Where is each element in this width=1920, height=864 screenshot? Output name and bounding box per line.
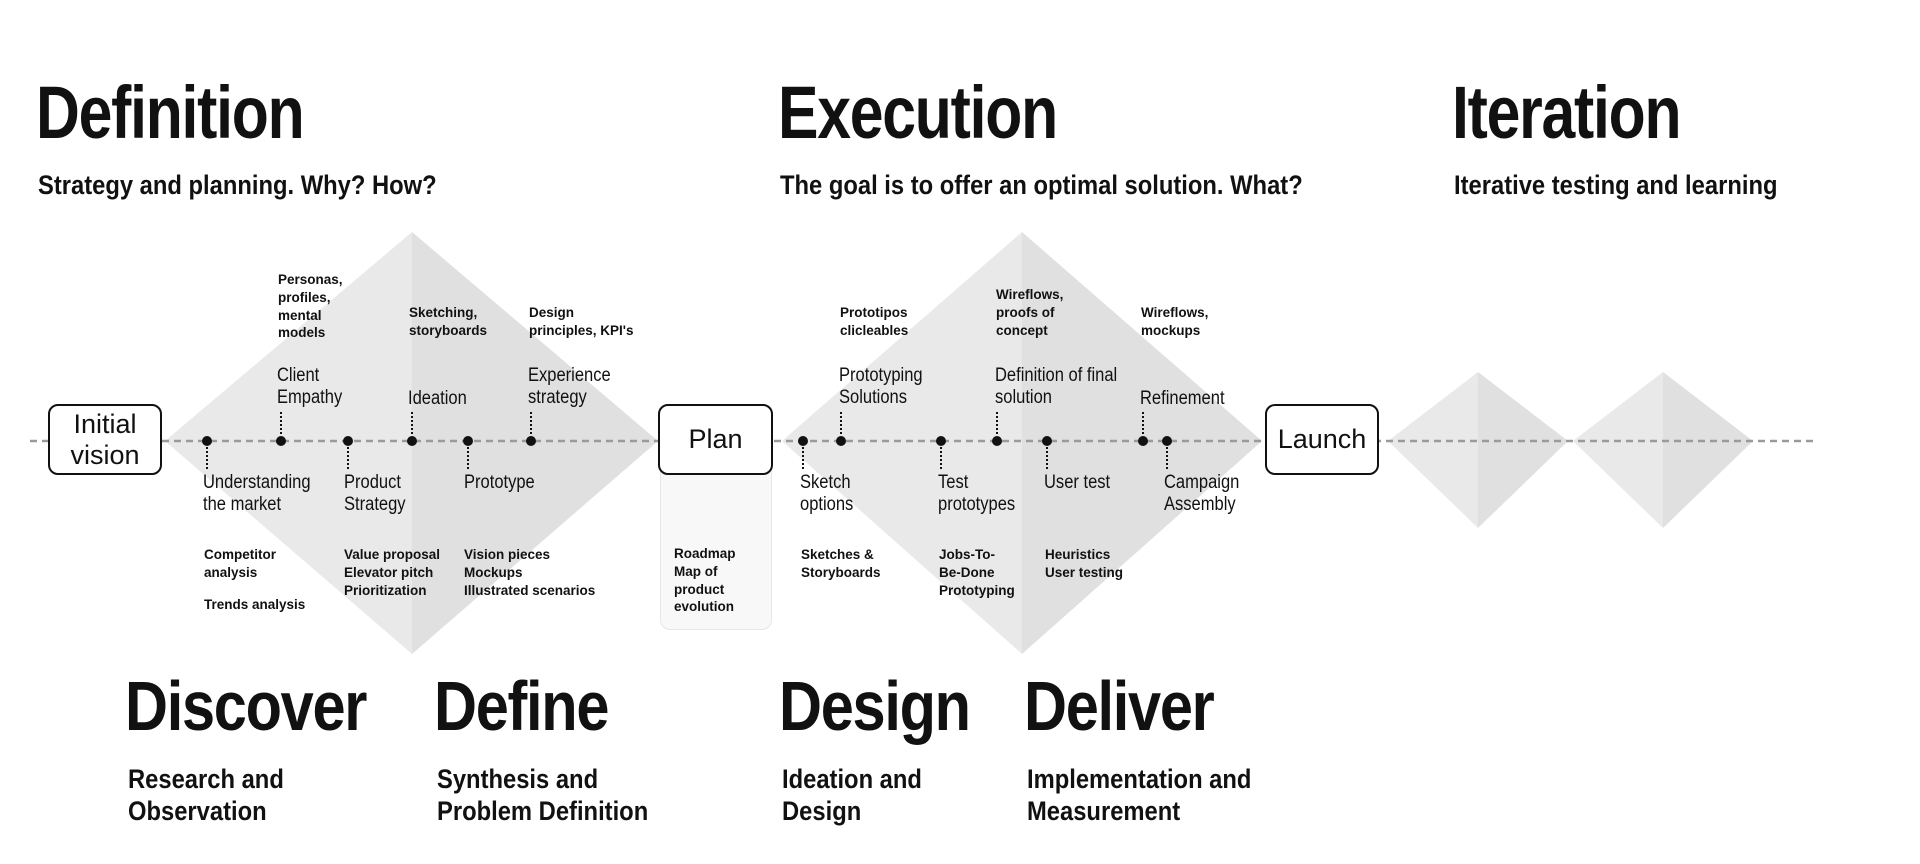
- connector-down: [347, 447, 349, 469]
- label-value-proposal: Value proposal Elevator pitch Prioritiza…: [344, 547, 441, 598]
- timeline-dot: [798, 436, 808, 446]
- connector-up: [411, 412, 413, 434]
- label-sketching-storyboards: Sketching, storyboards: [409, 305, 488, 338]
- label-design-principles: Design principles, KPI's: [529, 305, 634, 338]
- phase-title-discover: Discover: [125, 667, 367, 745]
- label-campaign-assembly: Campaign Assembly: [1164, 472, 1240, 516]
- label-product-strategy: Product Strategy: [344, 472, 406, 516]
- connector-down: [467, 447, 469, 469]
- section-subtitle-iteration: Iterative testing and learning: [1454, 170, 1778, 200]
- connector-down: [940, 447, 942, 469]
- diamond1-left-half: [165, 232, 412, 654]
- timeline-dot: [936, 436, 946, 446]
- label-user-test: User test: [1044, 472, 1111, 493]
- section-title-execution: Execution: [778, 71, 1058, 154]
- timeline-dot: [1042, 436, 1052, 446]
- label-prototipos-clicleables: Prototipos clicleables: [840, 305, 909, 338]
- initial-vision-box: Initial vision: [48, 404, 162, 475]
- connector-down: [802, 447, 804, 469]
- phase-title-design: Design: [779, 667, 971, 745]
- plan-box: Plan: [658, 404, 773, 475]
- label-experience-strategy: Experience strategy: [528, 365, 611, 409]
- timeline-dot: [992, 436, 1002, 446]
- iteration-diamond1-left: [1388, 372, 1478, 528]
- label-sketches-storyboards: Sketches & Storyboards: [801, 547, 881, 580]
- timeline-dot: [202, 436, 212, 446]
- timeline-dot: [836, 436, 846, 446]
- section-title-iteration: Iteration: [1452, 71, 1682, 154]
- label-definition-final-solution: Definition of final solution: [995, 365, 1118, 409]
- timeline-dot: [463, 436, 473, 446]
- connector-down: [1166, 447, 1168, 469]
- connector-up: [840, 412, 842, 434]
- section-subtitle-definition: Strategy and planning. Why? How?: [38, 170, 437, 200]
- phase-subtitle-discover: Research and Observation: [128, 764, 284, 826]
- label-prototyping-solutions: Prototyping Solutions: [839, 365, 923, 409]
- timeline-dot: [1138, 436, 1148, 446]
- timeline-dot: [526, 436, 536, 446]
- connector-up: [530, 412, 532, 434]
- phase-title-deliver: Deliver: [1024, 667, 1215, 745]
- label-wireflows-proofs: Wireflows, proofs of concept: [996, 287, 1064, 338]
- section-subtitle-execution: The goal is to offer an optimal solution…: [780, 170, 1303, 200]
- phase-subtitle-design: Ideation and Design: [782, 764, 922, 826]
- iteration-diamond1-right: [1478, 372, 1568, 528]
- plan-deliverables-label: Roadmap Map of product evolution: [674, 546, 736, 615]
- label-wireflows-mockups: Wireflows, mockups: [1141, 305, 1209, 338]
- iteration-diamond2-left: [1573, 372, 1663, 528]
- connector-up: [280, 412, 282, 434]
- connector-up: [1142, 412, 1144, 434]
- connector-down: [1046, 447, 1048, 469]
- label-test-prototypes: Test prototypes: [938, 472, 1016, 516]
- timeline-dot: [343, 436, 353, 446]
- connector-down: [206, 447, 208, 469]
- label-competitor-analysis: Competitor analysis: [204, 547, 276, 580]
- timeline-dot: [407, 436, 417, 446]
- connector-up: [996, 412, 998, 434]
- section-title-definition: Definition: [36, 71, 305, 154]
- label-trends-analysis: Trends analysis: [204, 597, 306, 612]
- label-heuristics-user-testing: Heuristics User testing: [1045, 547, 1124, 580]
- label-ideation: Ideation: [408, 388, 467, 409]
- label-sketch-options: Sketch options: [800, 472, 854, 516]
- label-understanding-market: Understanding the market: [203, 472, 311, 516]
- launch-box: Launch: [1265, 404, 1379, 475]
- diamond2-left-half: [782, 232, 1022, 654]
- label-jobs-to-be-done: Jobs-To- Be-Done Prototyping: [939, 547, 1015, 598]
- phase-title-define: Define: [434, 667, 609, 745]
- timeline-dot: [1162, 436, 1172, 446]
- iteration-diamond2-right: [1663, 372, 1753, 528]
- label-prototype: Prototype: [464, 472, 535, 493]
- timeline-dot: [276, 436, 286, 446]
- phase-subtitle-define: Synthesis and Problem Definition: [437, 764, 649, 826]
- phase-subtitle-deliver: Implementation and Measurement: [1027, 764, 1252, 826]
- label-client-empathy: Client Empathy: [277, 365, 343, 409]
- label-vision-pieces: Vision pieces Mockups Illustrated scenar…: [464, 547, 596, 598]
- label-personas-profiles: Personas, profiles, mental models: [278, 272, 343, 341]
- label-refinement: Refinement: [1140, 388, 1225, 409]
